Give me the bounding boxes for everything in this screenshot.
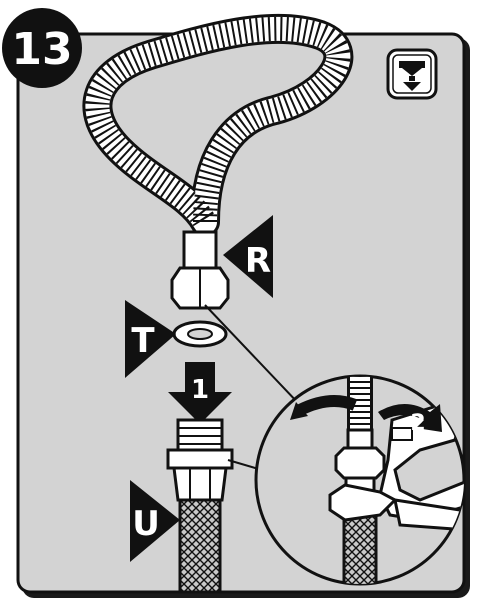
arrow-label-2: 2 (410, 411, 425, 436)
install-below-icon (388, 50, 436, 98)
tap-fitting (168, 420, 232, 500)
washer-t (174, 322, 226, 346)
step-number: 13 (11, 24, 72, 75)
braided-hose-u (180, 500, 220, 592)
label-r: R (245, 241, 271, 281)
label-t: T (131, 321, 155, 361)
step-badge: 13 (2, 8, 82, 88)
label-u: U (132, 504, 160, 544)
arrow-label-1: 1 (191, 375, 209, 405)
